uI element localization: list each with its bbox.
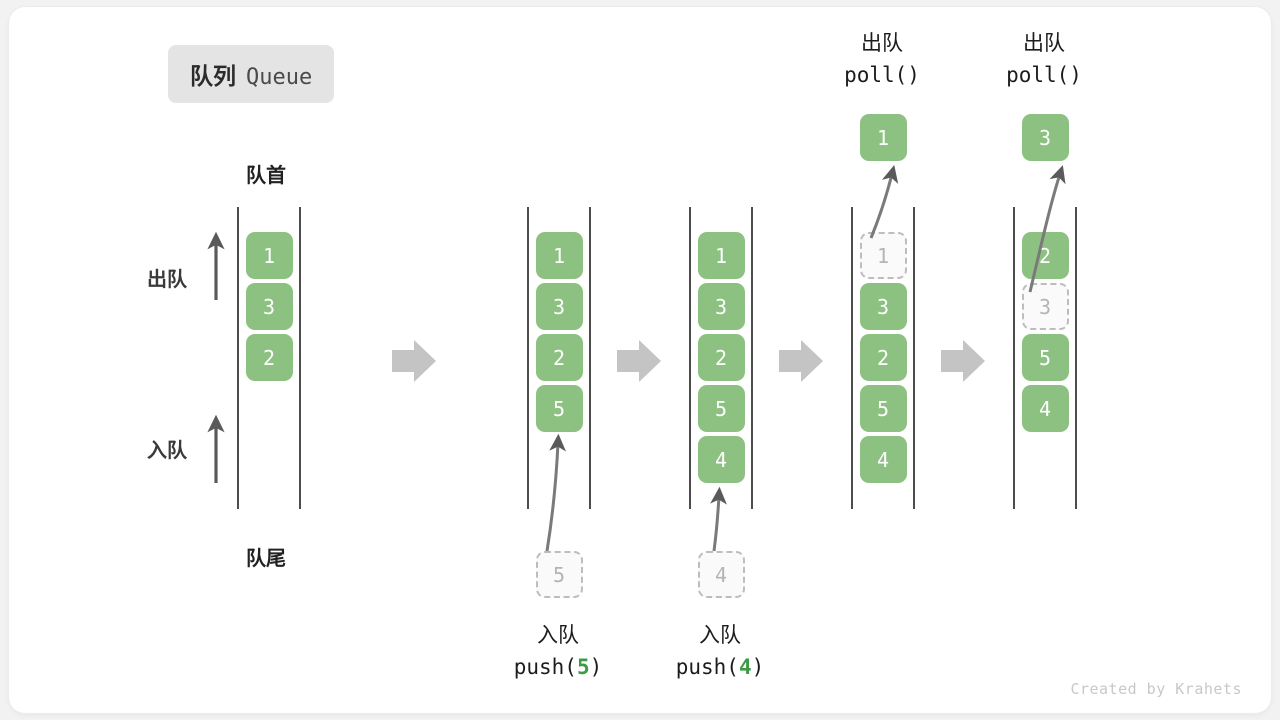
queue-tail-label: 队尾 <box>246 548 286 570</box>
polled-value: 1 <box>859 114 907 161</box>
queue-rail <box>299 207 301 509</box>
queue-item: 2 <box>697 334 745 381</box>
queue-rail <box>851 207 853 509</box>
queue-item: 4 <box>859 436 907 483</box>
push-4-caption-argument: 4 <box>738 654 752 679</box>
poll-1-caption-chinese: 出队 <box>861 32 903 55</box>
staged-push-value: 5 <box>535 551 583 598</box>
queue-slot-ghost: 1 <box>859 232 907 279</box>
push-4-caption-chinese: 入队 <box>699 624 741 647</box>
push-5-caption-argument: 5 <box>576 654 590 679</box>
queue-item: 4 <box>1021 385 1069 432</box>
diagram-card <box>9 7 1271 713</box>
poll-1-caption-code: poll() <box>844 62 920 87</box>
poll-3-caption: 出队 poll() <box>958 28 1130 91</box>
staged-push-value: 4 <box>697 551 745 598</box>
push-5-caption-chinese: 入队 <box>537 624 579 647</box>
queue-rail <box>589 207 591 509</box>
title-english: Queue <box>246 65 313 90</box>
title-chinese: 队列 <box>190 63 236 89</box>
queue-item: 1 <box>697 232 745 279</box>
polled-value: 3 <box>1021 114 1069 161</box>
queue-item: 3 <box>245 283 293 330</box>
queue-rail <box>751 207 753 509</box>
queue-rail <box>689 207 691 509</box>
queue-head-label: 队首 <box>246 165 286 187</box>
push-5-caption: 入队 push(5) <box>472 620 644 683</box>
queue-item: 3 <box>535 283 583 330</box>
queue-item: 5 <box>1021 334 1069 381</box>
queue-rail <box>913 207 915 509</box>
queue-rail <box>237 207 239 509</box>
queue-item: 5 <box>535 385 583 432</box>
watermark: Created by Krahets <box>1070 680 1242 698</box>
push-4-caption-code: push(4) <box>675 654 765 679</box>
diagram-title-badge: 队列 Queue <box>168 45 335 103</box>
poll-1-caption: 出队 poll() <box>796 28 968 91</box>
queue-item: 2 <box>1021 232 1069 279</box>
queue-item: 2 <box>535 334 583 381</box>
poll-3-caption-code: poll() <box>1006 62 1082 87</box>
queue-item: 5 <box>697 385 745 432</box>
poll-3-caption-chinese: 出队 <box>1023 32 1065 55</box>
enqueue-direction-label: 入队 <box>147 440 187 462</box>
queue-item: 2 <box>859 334 907 381</box>
queue-item: 3 <box>697 283 745 330</box>
queue-rail <box>1075 207 1077 509</box>
queue-item: 4 <box>697 436 745 483</box>
queue-rail <box>527 207 529 509</box>
queue-item: 2 <box>245 334 293 381</box>
queue-rail <box>1013 207 1015 509</box>
queue-item: 3 <box>859 283 907 330</box>
push-4-caption: 入队 push(4) <box>634 620 806 683</box>
queue-item: 1 <box>535 232 583 279</box>
queue-item: 5 <box>859 385 907 432</box>
queue-item: 1 <box>245 232 293 279</box>
dequeue-direction-label: 出队 <box>147 269 187 291</box>
queue-slot-ghost: 3 <box>1021 283 1069 330</box>
push-5-caption-code: push(5) <box>513 654 603 679</box>
